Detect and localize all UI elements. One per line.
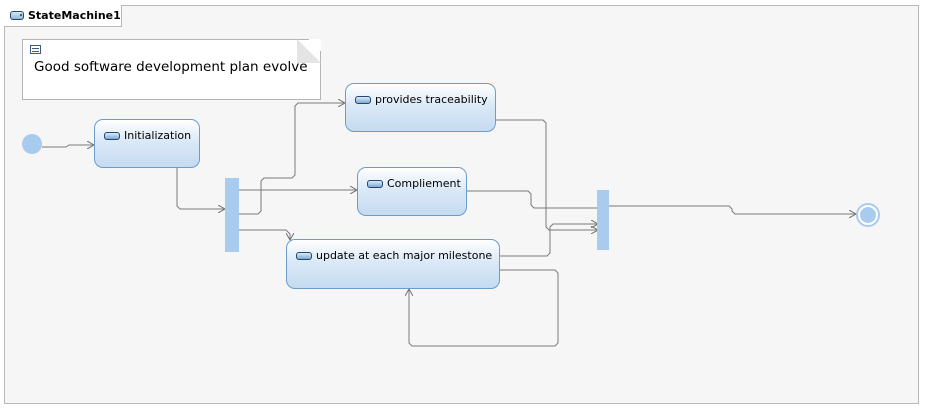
note-folded-corner: [297, 39, 321, 63]
state-initialization[interactable]: Initialization: [94, 119, 200, 168]
diagram-title-tab[interactable]: StateMachine1: [4, 5, 122, 27]
state-compliement[interactable]: Compliement: [357, 167, 467, 216]
state-compliement-name: Compliement: [387, 177, 461, 190]
state-icon: [104, 131, 120, 140]
final-state-core: [860, 207, 876, 223]
diagram-title: StateMachine1: [28, 9, 121, 22]
state-milestone-name: update at each major milestone: [316, 249, 493, 262]
transition-fork-to-traceability[interactable]: [239, 103, 345, 215]
state-machine-icon: [10, 11, 24, 20]
state-compliement-label: Compliement: [367, 177, 461, 190]
note-border-right: [320, 51, 321, 100]
transition-initialization-to-fork[interactable]: [176, 168, 225, 209]
transition-milestone-self-loop[interactable]: [409, 269, 559, 347]
transition-fork-to-milestone[interactable]: [239, 229, 290, 240]
state-icon: [296, 251, 312, 260]
comment-icon: [30, 45, 41, 54]
fork-bar[interactable]: [225, 178, 239, 252]
transition-milestone-to-join[interactable]: [500, 224, 598, 257]
state-milestone-label: update at each major milestone: [296, 249, 492, 262]
state-icon: [355, 95, 371, 104]
state-initialization-name: Initialization: [124, 129, 192, 142]
state-icon: [367, 179, 383, 188]
state-update-milestone[interactable]: update at each major milestone: [286, 239, 500, 289]
transition-traceability-to-join[interactable]: [496, 119, 598, 230]
join-bar[interactable]: [597, 190, 609, 250]
initial-pseudostate[interactable]: [22, 134, 42, 154]
note-text: Good software development plan evolve: [34, 59, 308, 75]
state-provides-traceability[interactable]: provides traceability: [345, 83, 496, 132]
state-initialization-label: Initialization: [104, 129, 191, 142]
transition-join-to-final[interactable]: [609, 205, 856, 214]
state-traceability-label: provides traceability: [355, 93, 488, 106]
transition-initial-to-initialization[interactable]: [42, 145, 94, 147]
transition-compliement-to-join[interactable]: [467, 190, 608, 208]
note-border-top: [22, 39, 309, 40]
state-traceability-name: provides traceability: [375, 93, 488, 106]
comment-note[interactable]: Good software development plan evolve: [22, 39, 321, 100]
